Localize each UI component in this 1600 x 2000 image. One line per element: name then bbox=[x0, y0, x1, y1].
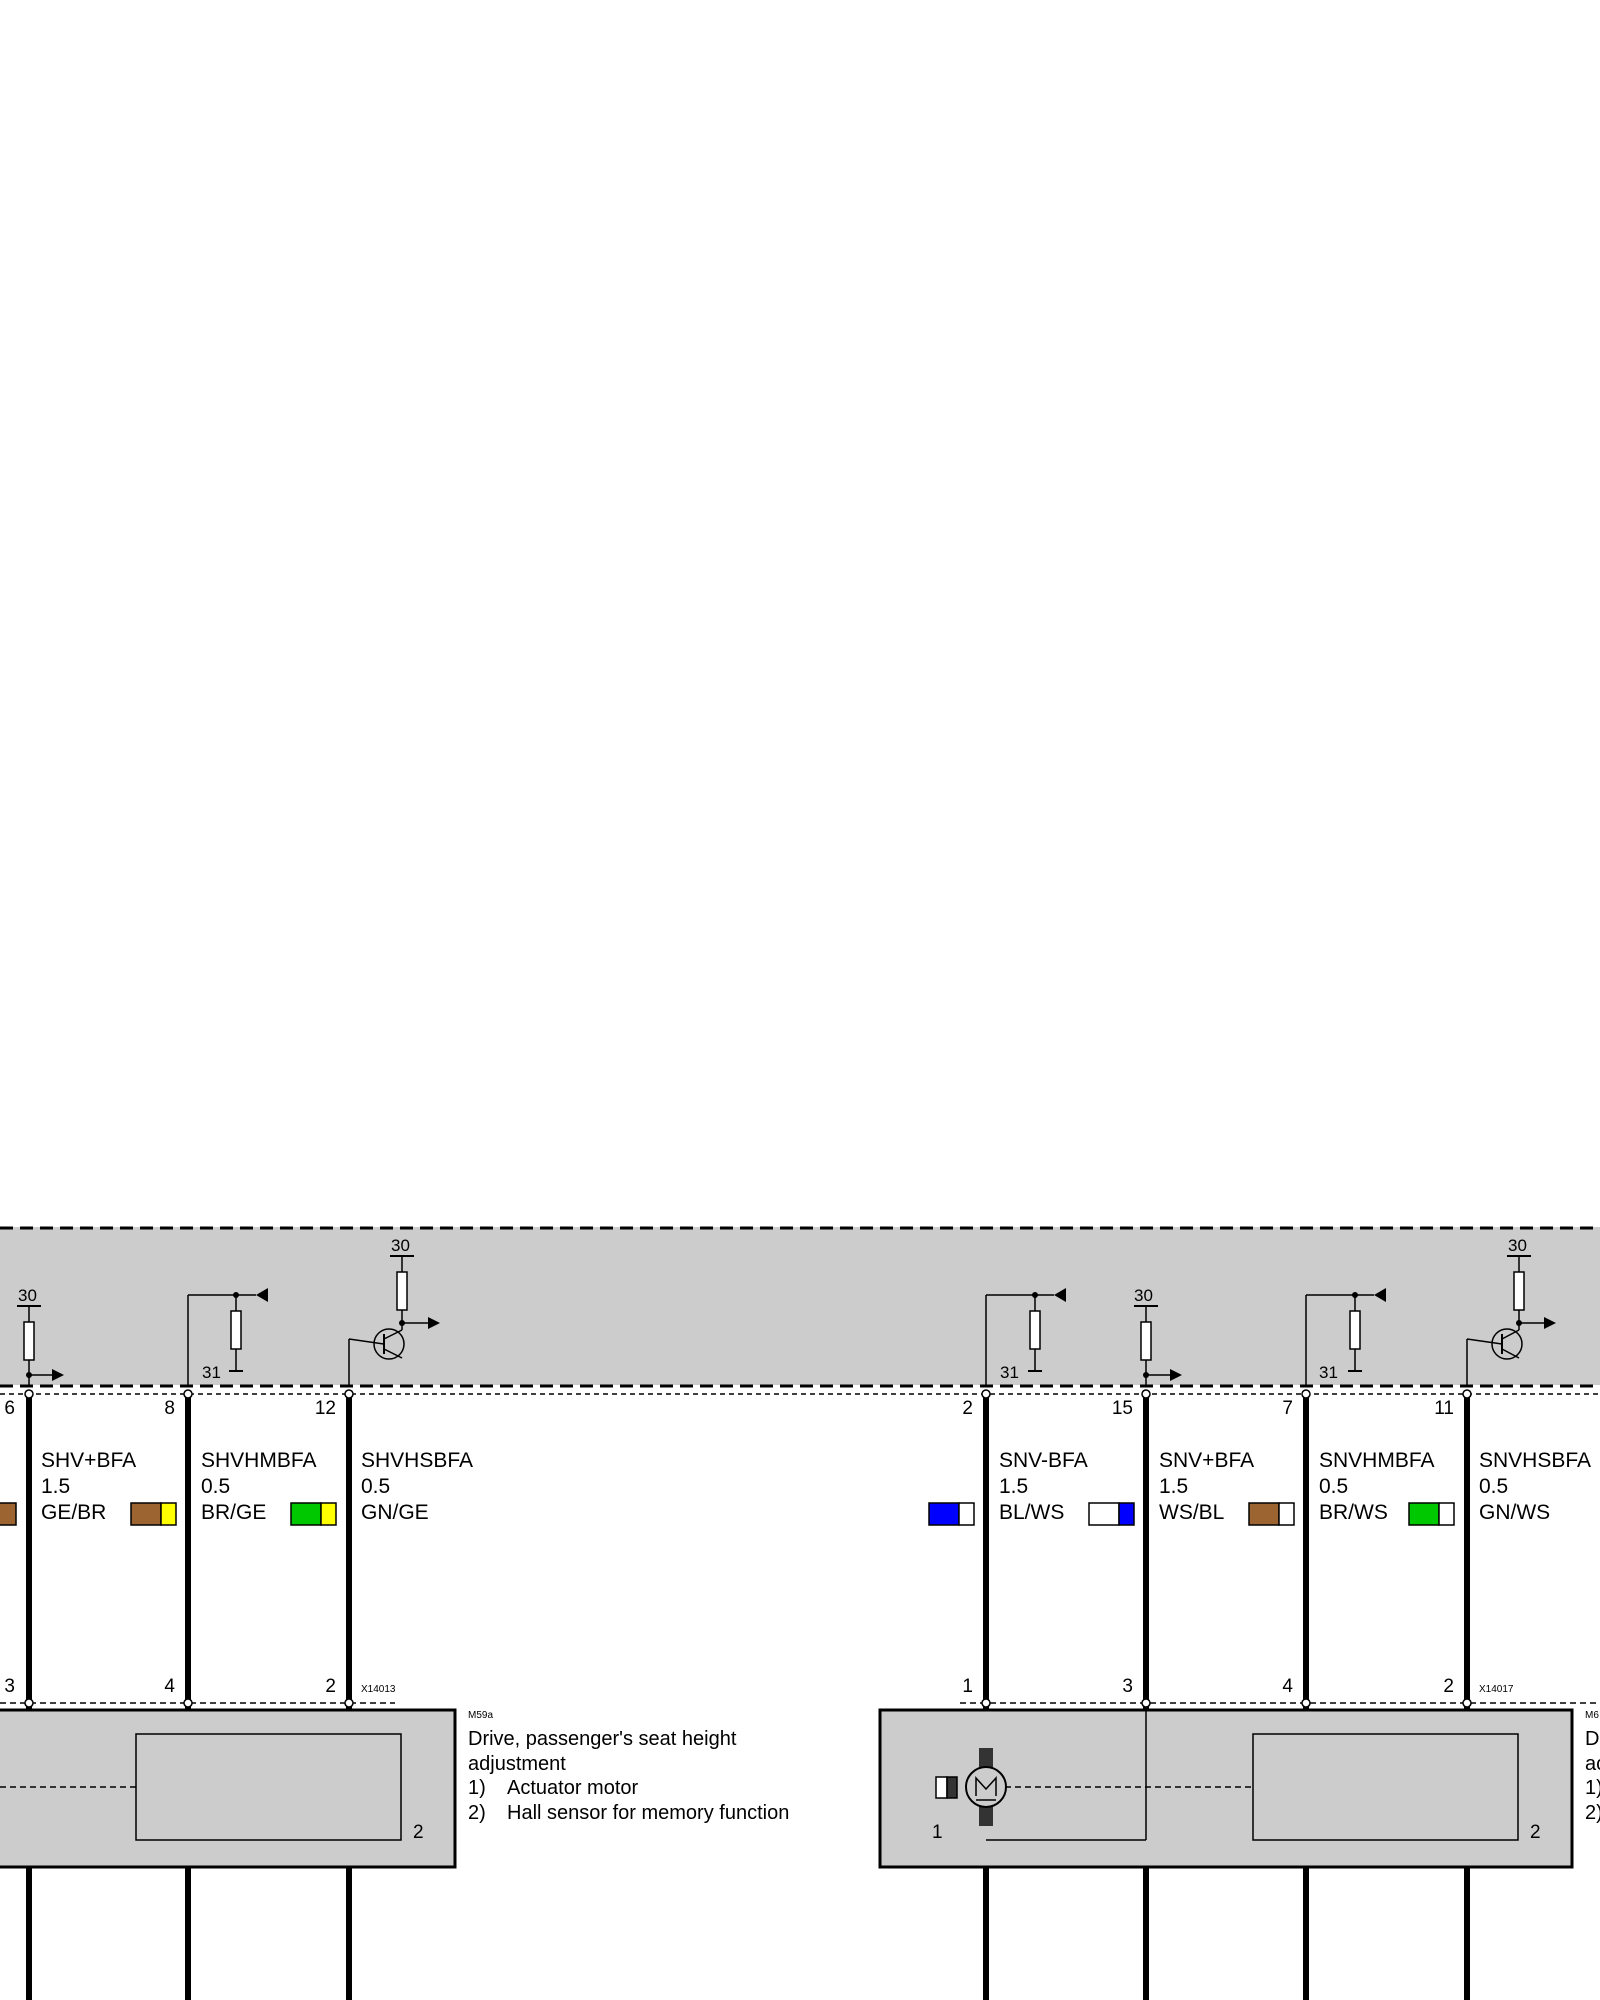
cu-pin-label: 11 bbox=[1434, 1398, 1454, 1419]
supply-label: 30 bbox=[1508, 1236, 1527, 1255]
wire-gauge: 1.5 bbox=[1159, 1475, 1188, 1498]
ground-label: 31 bbox=[202, 1363, 221, 1382]
ground-label: 31 bbox=[1319, 1363, 1338, 1382]
component-id: M6 bbox=[1585, 1710, 1599, 1721]
transistor-circuit-pin12 bbox=[348, 1255, 440, 1385]
wire-gauge: 1.5 bbox=[41, 1475, 70, 1498]
wire-signal-name: SNV+BFA bbox=[1159, 1449, 1254, 1472]
component-item-num: 1) bbox=[1585, 1777, 1600, 1799]
wire-gauge: 0.5 bbox=[201, 1475, 230, 1498]
connector-pin-label: 2 bbox=[1443, 1676, 1454, 1697]
sense-circuit-pin8 bbox=[187, 1288, 268, 1385]
component-item-num: 2) bbox=[1585, 1802, 1600, 1824]
wire-terminals bbox=[24, 1389, 1472, 1708]
cu-pin-label: 2 bbox=[962, 1398, 973, 1419]
component-title: D bbox=[1585, 1728, 1599, 1750]
sense-circuit-pin2 bbox=[985, 1288, 1066, 1385]
wire-gauge: 0.5 bbox=[1479, 1475, 1508, 1498]
connector-pin-label: 2 bbox=[325, 1676, 336, 1697]
component-item-num: 1) bbox=[468, 1777, 486, 1799]
wire-color-code: GN/GE bbox=[361, 1501, 429, 1524]
wire-color-swatch bbox=[1408, 1502, 1455, 1526]
wire-signal-name: SNVHMBFA bbox=[1319, 1449, 1435, 1472]
control-unit-body bbox=[0, 1227, 1600, 1385]
wire-gauge: 0.5 bbox=[361, 1475, 390, 1498]
wire-color-code: WS/BL bbox=[1159, 1501, 1224, 1524]
component-title: Drive, passenger's seat height bbox=[468, 1728, 737, 1750]
wire-color-code: GN/WS bbox=[1479, 1501, 1550, 1524]
wire-color-swatch bbox=[1088, 1502, 1135, 1526]
connector-id: X14017 bbox=[1479, 1684, 1514, 1695]
supply-label: 30 bbox=[1134, 1286, 1153, 1305]
supply-label: 30 bbox=[18, 1286, 37, 1305]
wire-color-swatch bbox=[0, 1502, 17, 1526]
pullup-circuit-left bbox=[17, 1305, 64, 1385]
component-sub-label: 1 bbox=[932, 1822, 943, 1843]
connector-pin-label: 3 bbox=[4, 1676, 15, 1697]
pullup-circuit-pin15 bbox=[1134, 1305, 1182, 1385]
wire-signal-name: SHVHSBFA bbox=[361, 1449, 473, 1472]
wire-color-swatch bbox=[130, 1502, 177, 1526]
component-title: ac bbox=[1585, 1753, 1600, 1775]
wire-signal-name: SNVHSBFA bbox=[1479, 1449, 1591, 1472]
wire-color-swatch bbox=[928, 1502, 975, 1526]
wire-signal-name: SHVHMBFA bbox=[201, 1449, 317, 1472]
wire-gauge: 1.5 bbox=[999, 1475, 1028, 1498]
component-sub-label: 2 bbox=[413, 1822, 424, 1843]
wire-color-swatch bbox=[290, 1502, 337, 1526]
wire-gauge: 0.5 bbox=[1319, 1475, 1348, 1498]
connector-pin-label: 1 bbox=[962, 1676, 973, 1697]
sense-circuit-pin7 bbox=[1305, 1288, 1386, 1385]
component-item: Hall sensor for memory function bbox=[507, 1802, 789, 1824]
connector-pin-label: 4 bbox=[164, 1676, 175, 1697]
component-item-num: 2) bbox=[468, 1802, 486, 1824]
connector-id: X14013 bbox=[361, 1684, 396, 1695]
wire-color-code: BR/WS bbox=[1319, 1501, 1388, 1524]
component-sub-label: 2 bbox=[1530, 1822, 1541, 1843]
component-item: Actuator motor bbox=[507, 1777, 639, 1799]
wire-color-code: GE/BR bbox=[41, 1501, 106, 1524]
supply-label: 30 bbox=[391, 1236, 410, 1255]
connector-pin-label: 4 bbox=[1282, 1676, 1293, 1697]
cu-pin-label: 6 bbox=[4, 1398, 15, 1419]
component-title: adjustment bbox=[468, 1753, 566, 1775]
wire-signal-name: SHV+BFA bbox=[41, 1449, 136, 1472]
ground-label: 31 bbox=[1000, 1363, 1019, 1382]
cu-pin-label: 8 bbox=[164, 1398, 175, 1419]
wire-color-code: BR/GE bbox=[201, 1501, 266, 1524]
wire-color-swatch bbox=[1248, 1502, 1295, 1526]
cu-pin-label: 7 bbox=[1282, 1398, 1293, 1419]
cu-pin-label: 15 bbox=[1112, 1398, 1133, 1419]
cu-pin-label: 12 bbox=[315, 1398, 336, 1419]
wire-color-code: BL/WS bbox=[999, 1501, 1064, 1524]
component-id: M59a bbox=[468, 1710, 493, 1721]
wire-signal-name: SNV-BFA bbox=[999, 1449, 1088, 1472]
component-m59a bbox=[0, 1708, 457, 1869]
motor-icon bbox=[965, 1748, 1007, 1826]
connector-pin-label: 3 bbox=[1122, 1676, 1133, 1697]
transistor-circuit-pin11 bbox=[1466, 1255, 1556, 1385]
hall-sensor-icon bbox=[935, 1776, 958, 1799]
